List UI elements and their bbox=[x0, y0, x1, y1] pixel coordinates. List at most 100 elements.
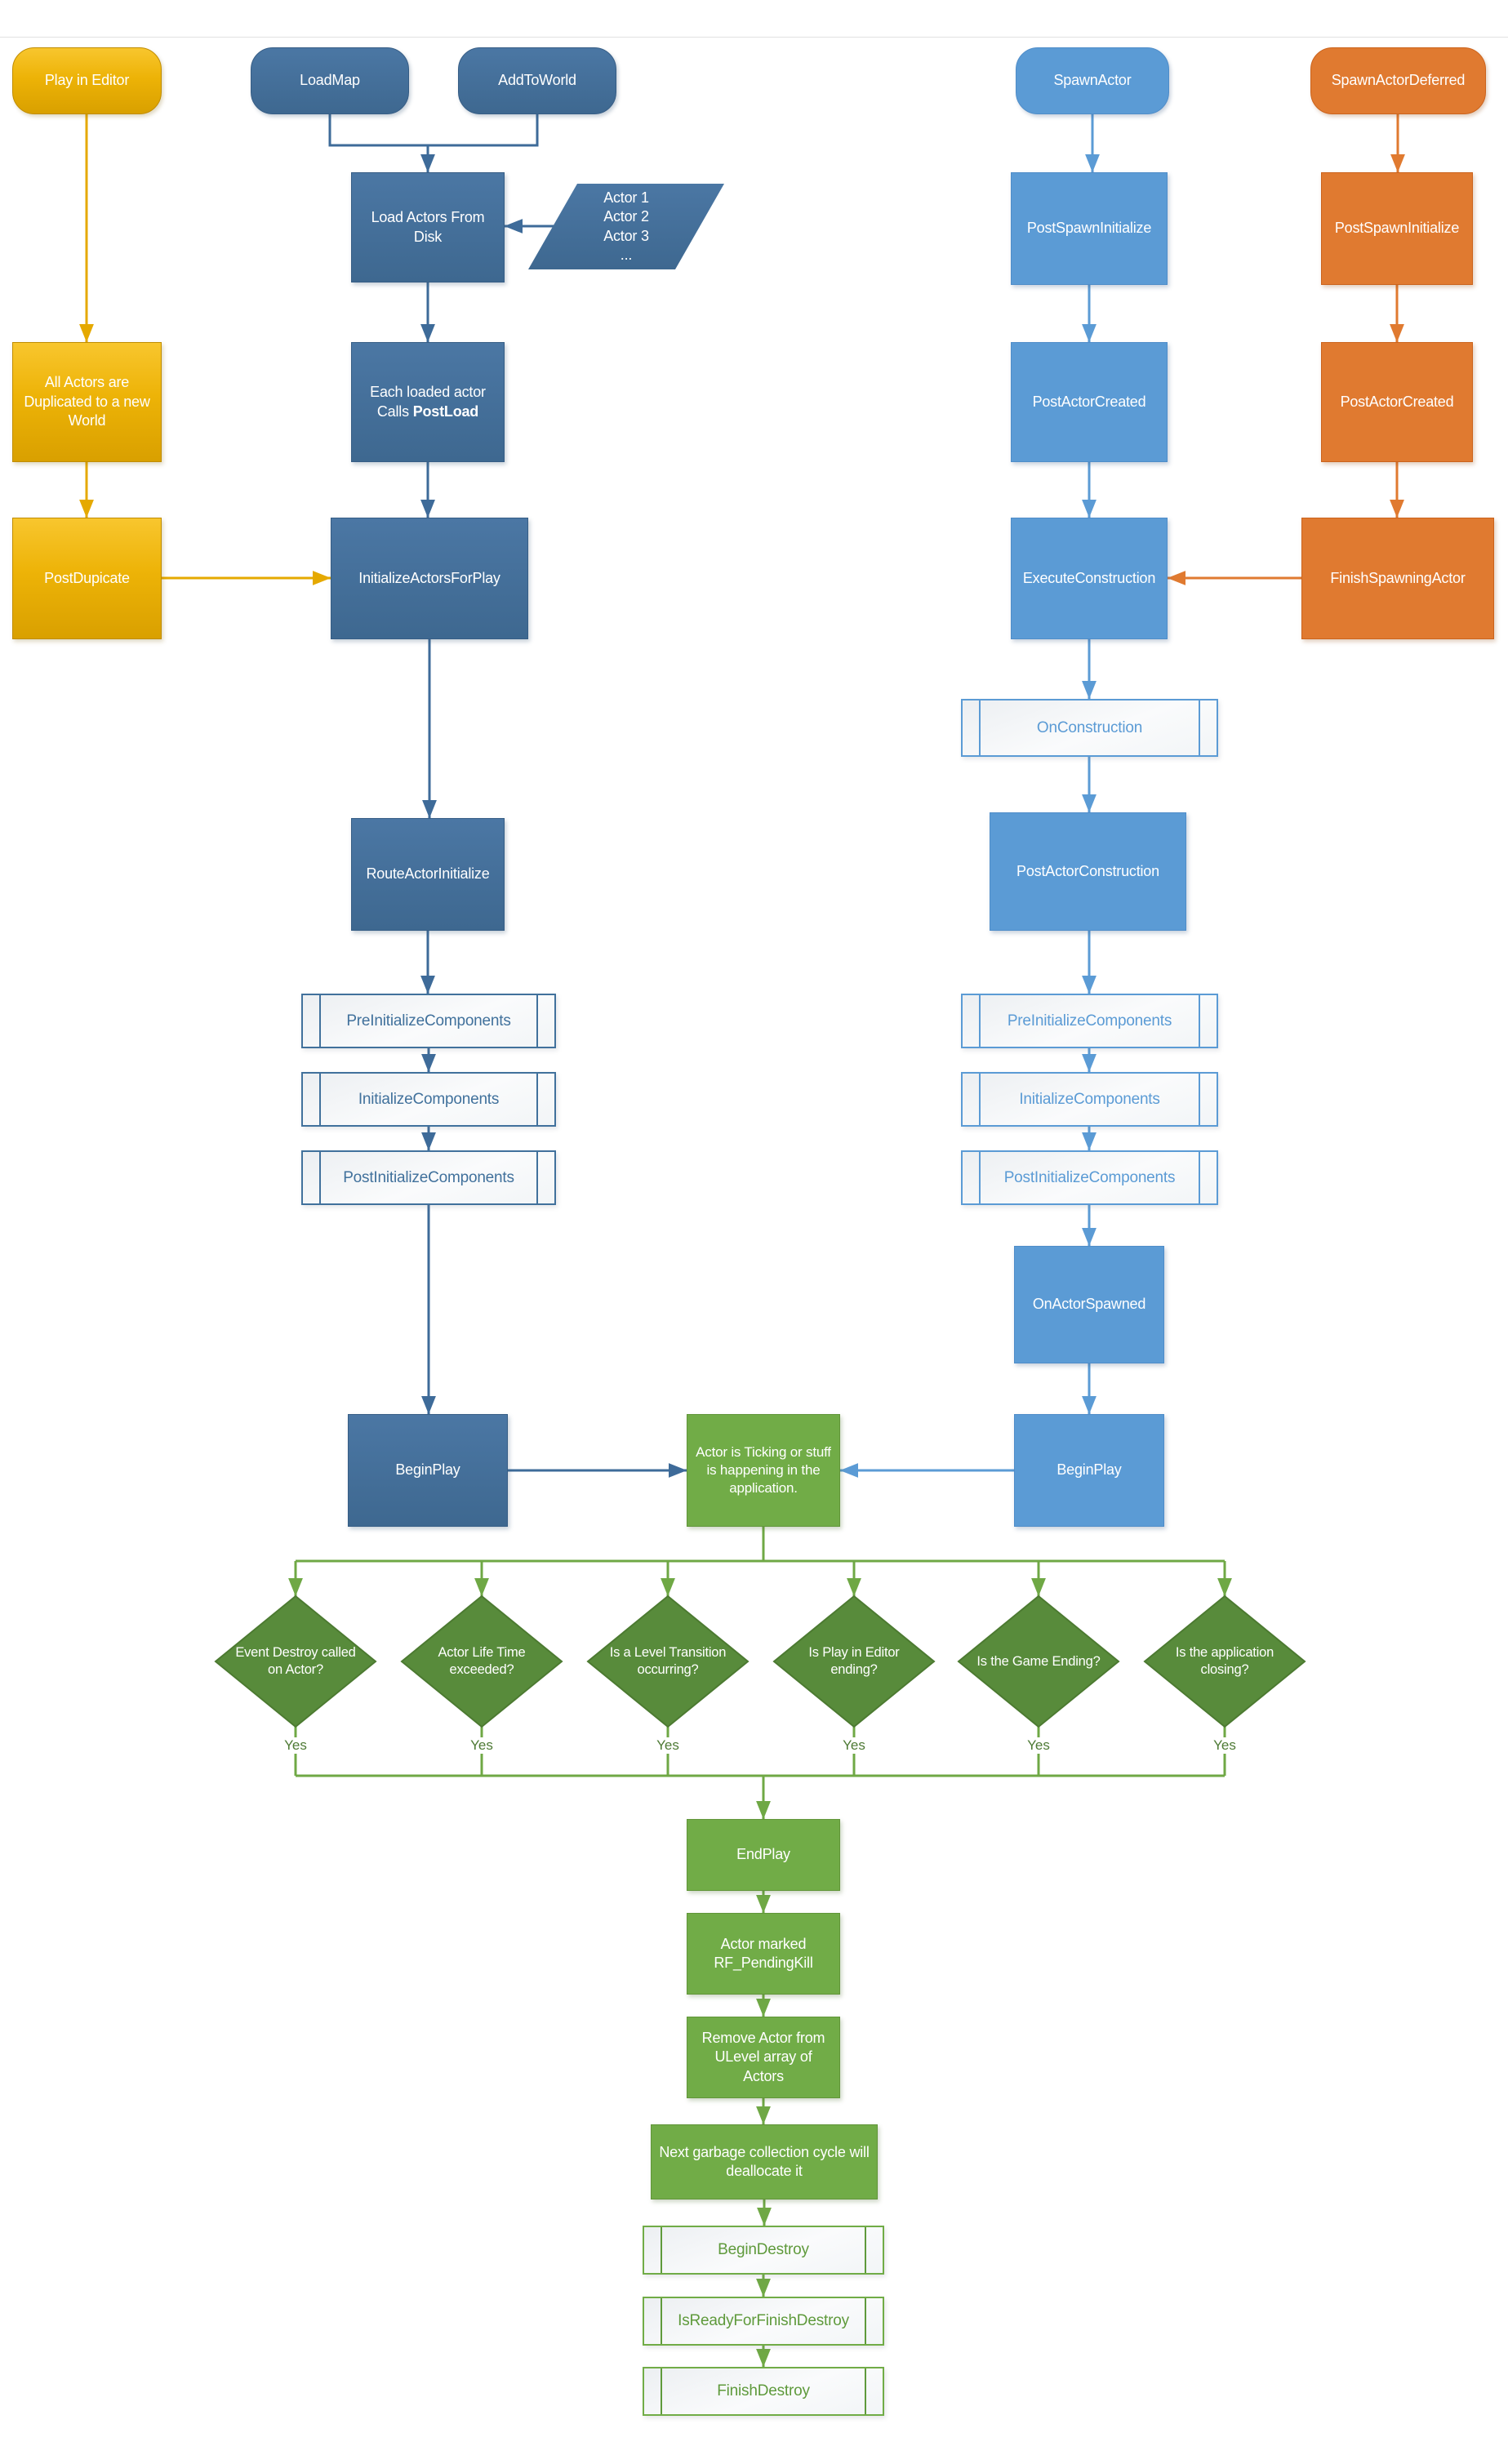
node-label: InitializeComponents bbox=[1019, 1090, 1160, 1108]
node-all-actors-duplicated: All Actors are Duplicated to a new World bbox=[12, 342, 162, 462]
node-label: SpawnActorDeferred bbox=[1331, 72, 1466, 89]
node-load-actors-from-disk: Load Actors From Disk bbox=[351, 172, 505, 282]
actors-list-line: Actor 1 bbox=[603, 189, 649, 206]
node-label: PostActorCreated bbox=[1032, 393, 1146, 410]
yes-text: Yes bbox=[843, 1737, 865, 1753]
subroutine-initialize-components-left: InitializeComponents bbox=[301, 1072, 556, 1127]
decision-text: Is a Level Transition occurring? bbox=[609, 1645, 727, 1677]
actors-list-line: Actor 3 bbox=[603, 227, 649, 244]
node-label: PreInitializeComponents bbox=[1007, 1012, 1172, 1030]
node-label: PostSpawnInitialize bbox=[1026, 220, 1152, 237]
node-post-actor-construction: PostActorConstruction bbox=[990, 812, 1186, 931]
node-label: SpawnActor bbox=[1053, 72, 1132, 89]
subroutine-post-initialize-components-left: PostInitializeComponents bbox=[301, 1150, 556, 1205]
node-label: Actor is Ticking or stuff is happening i… bbox=[696, 1443, 831, 1497]
decision-label-4: Is Play in Editor ending? bbox=[790, 1611, 918, 1712]
node-label: Actor marked RF_PendingKill bbox=[714, 1935, 813, 1971]
decision-label-3: Is a Level Transition occurring? bbox=[604, 1611, 732, 1712]
node-label: PostActorCreated bbox=[1340, 393, 1454, 410]
node-finish-spawning-actor: FinishSpawningActor bbox=[1301, 518, 1494, 639]
node-label: InitializeActorsForPlay bbox=[358, 569, 500, 586]
decision-diamond-5 bbox=[957, 1594, 1120, 1728]
yes-text: Yes bbox=[1027, 1737, 1050, 1753]
page-boundary-line bbox=[0, 37, 1508, 38]
decision-diamond-1 bbox=[214, 1594, 377, 1728]
decision-text: Is the application closing? bbox=[1175, 1645, 1274, 1677]
node-label: RouteActorInitialize bbox=[366, 865, 490, 883]
yes-label-5: Yes bbox=[1023, 1737, 1054, 1754]
node-label: OnConstruction bbox=[1036, 718, 1143, 736]
node-remove-actor-from-ulevel: Remove Actor from ULevel array of Actors bbox=[687, 2017, 840, 2098]
subroutine-is-ready-for-finish-destroy: IsReadyForFinishDestroy bbox=[643, 2297, 884, 2346]
yes-text: Yes bbox=[284, 1737, 307, 1753]
node-label: PostDupicate bbox=[44, 569, 130, 586]
each-loaded-line2-bold: PostLoad bbox=[412, 403, 479, 420]
node-label: BeginDestroy bbox=[718, 2241, 809, 2258]
node-label: PostInitializeComponents bbox=[343, 1168, 514, 1186]
subroutine-begin-destroy: BeginDestroy bbox=[643, 2226, 884, 2275]
node-label: IsReadyForFinishDestroy bbox=[678, 2312, 849, 2329]
node-initialize-actors-for-play: InitializeActorsForPlay bbox=[331, 518, 528, 639]
node-label: PostInitializeComponents bbox=[1003, 1168, 1176, 1186]
node-label: Each loaded actor Calls PostLoad bbox=[370, 383, 486, 421]
node-label: AddToWorld bbox=[498, 72, 576, 89]
node-label: EndPlay bbox=[736, 1846, 790, 1863]
subroutine-on-construction: OnConstruction bbox=[961, 699, 1218, 757]
yes-label-4: Yes bbox=[839, 1737, 870, 1754]
node-label: Next garbage collection cycle will deall… bbox=[659, 2143, 870, 2179]
subroutine-finish-destroy: FinishDestroy bbox=[643, 2367, 884, 2416]
node-actor-ticking: Actor is Ticking or stuff is happening i… bbox=[687, 1414, 840, 1527]
subroutine-post-initialize-components-right: PostInitializeComponents bbox=[961, 1150, 1218, 1205]
node-begin-play-left: BeginPlay bbox=[348, 1414, 508, 1527]
node-post-actor-created-spawn: PostActorCreated bbox=[1011, 342, 1168, 462]
each-loaded-line2-prefix: Calls bbox=[376, 403, 409, 420]
node-label: PreInitializeComponents bbox=[346, 1012, 511, 1030]
node-post-spawn-initialize-deferred: PostSpawnInitialize bbox=[1321, 172, 1473, 285]
decision-diamond-6 bbox=[1143, 1594, 1306, 1728]
decision-text: Is the Game Ending? bbox=[976, 1653, 1101, 1669]
node-label: LoadMap bbox=[300, 72, 360, 89]
actors-list-lines: Actor 1 Actor 2 Actor 3 ... bbox=[603, 189, 649, 265]
node-label: PostActorConstruction bbox=[1016, 862, 1159, 879]
decision-label-6: Is the application closing? bbox=[1161, 1611, 1288, 1712]
subroutine-pre-initialize-components-right: PreInitializeComponents bbox=[961, 994, 1218, 1048]
node-spawn-actor-deferred: SpawnActorDeferred bbox=[1310, 47, 1486, 114]
yes-label-6: Yes bbox=[1209, 1737, 1240, 1754]
node-actor-marked-pending-kill: Actor marked RF_PendingKill bbox=[687, 1913, 840, 1995]
node-label: OnActorSpawned bbox=[1032, 1296, 1146, 1313]
decision-label-2: Actor Life Time exceeded? bbox=[418, 1611, 545, 1712]
node-post-actor-created-deferred: PostActorCreated bbox=[1321, 342, 1473, 462]
node-end-play: EndPlay bbox=[687, 1819, 840, 1891]
node-label: FinishDestroy bbox=[717, 2382, 810, 2400]
node-on-actor-spawned: OnActorSpawned bbox=[1014, 1246, 1164, 1363]
node-each-loaded-actor: Each loaded actor Calls PostLoad bbox=[351, 342, 505, 462]
each-loaded-line1: Each loaded actor bbox=[370, 384, 486, 401]
node-load-map: LoadMap bbox=[251, 47, 409, 114]
decision-text: Actor Life Time exceeded? bbox=[438, 1645, 526, 1677]
node-begin-play-right: BeginPlay bbox=[1014, 1414, 1164, 1527]
node-play-in-editor: Play in Editor bbox=[12, 47, 162, 114]
node-post-spawn-initialize-spawn: PostSpawnInitialize bbox=[1011, 172, 1168, 285]
node-next-garbage-collection: Next garbage collection cycle will deall… bbox=[651, 2124, 878, 2199]
decision-diamond-3 bbox=[586, 1594, 750, 1728]
subroutine-pre-initialize-components-left: PreInitializeComponents bbox=[301, 994, 556, 1048]
node-post-dupicate: PostDupicate bbox=[12, 518, 162, 639]
node-label: Load Actors From Disk bbox=[371, 209, 485, 245]
node-label: InitializeComponents bbox=[358, 1090, 500, 1108]
node-spawn-actor: SpawnActor bbox=[1016, 47, 1169, 114]
decision-diamond-2 bbox=[400, 1594, 563, 1728]
actors-list-line: ... bbox=[620, 246, 633, 263]
yes-label-1: Yes bbox=[280, 1737, 311, 1754]
node-label: PostSpawnInitialize bbox=[1334, 220, 1460, 237]
decision-diamond-4 bbox=[772, 1594, 936, 1728]
node-label: ExecuteConstruction bbox=[1022, 569, 1156, 586]
node-route-actor-initialize: RouteActorInitialize bbox=[351, 818, 505, 931]
yes-label-3: Yes bbox=[652, 1737, 683, 1754]
node-label: BeginPlay bbox=[395, 1461, 460, 1479]
node-label: Play in Editor bbox=[44, 72, 130, 89]
node-label: Remove Actor from ULevel array of Actors bbox=[701, 2029, 825, 2084]
subroutine-initialize-components-right: InitializeComponents bbox=[961, 1072, 1218, 1127]
node-label: FinishSpawningActor bbox=[1330, 569, 1466, 586]
